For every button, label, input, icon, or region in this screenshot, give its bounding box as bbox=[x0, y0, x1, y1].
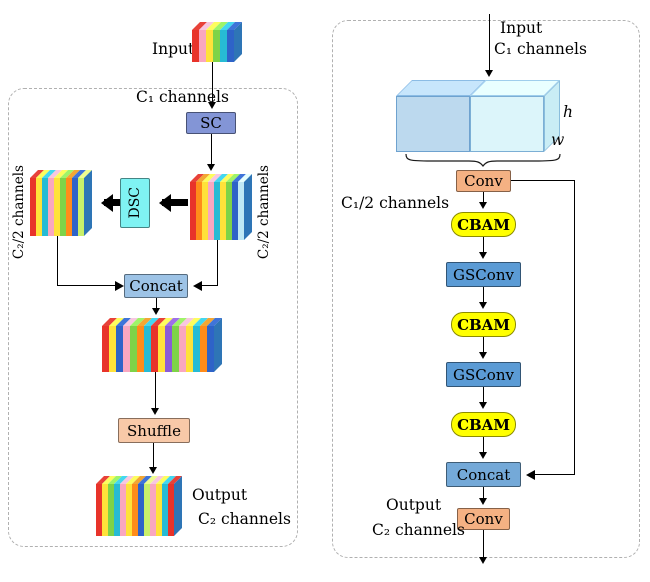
arrow-shuffle-to-output bbox=[149, 443, 158, 474]
feature-map-input bbox=[192, 22, 242, 62]
cbam1-label: CBAM bbox=[457, 215, 510, 234]
height-label: h bbox=[563, 103, 573, 121]
right-c1-label: C₁ channels bbox=[494, 40, 587, 58]
gsconv2-label: GSConv bbox=[453, 365, 514, 384]
gsconv-block-2: GSConv bbox=[446, 362, 521, 387]
shuffle-label: Shuffle bbox=[127, 421, 181, 440]
brace-icon bbox=[405, 153, 561, 167]
arrow-conv1-to-cbam1 bbox=[479, 192, 488, 209]
feature-map-branch-left bbox=[30, 170, 92, 236]
right-branch-channels-label: C₂/2 channels bbox=[256, 165, 272, 260]
cbam-block-2: CBAM bbox=[451, 312, 516, 337]
arrow-input-to-tensor bbox=[485, 14, 494, 77]
arrow-conv2-to-output bbox=[479, 530, 488, 564]
right-input-label: Input bbox=[500, 19, 543, 37]
arrow-cbam2-to-gsconv2 bbox=[479, 337, 488, 359]
arrow-concat-to-merged bbox=[152, 298, 161, 315]
cbam-block-3: CBAM bbox=[451, 412, 516, 437]
feature-map-output bbox=[96, 476, 182, 536]
right-output-label: Output bbox=[386, 496, 442, 514]
concat-right-label: Concat bbox=[456, 465, 511, 484]
cbam-block-1: CBAM bbox=[451, 212, 516, 237]
arrow-gsconv1-to-cbam2 bbox=[479, 287, 488, 309]
input-tensor bbox=[396, 80, 560, 152]
arrow-cbam1-to-gsconv1 bbox=[479, 237, 488, 259]
gsconv-block-1: GSConv bbox=[446, 262, 521, 287]
dsc-block: DSC bbox=[120, 178, 150, 228]
gsconv1-label: GSConv bbox=[453, 265, 514, 284]
skip-connection-bottom-hline bbox=[529, 474, 575, 475]
skip-connection-vline bbox=[574, 180, 575, 475]
tensor-front-right-face bbox=[470, 96, 544, 152]
connector-left-branch-hline bbox=[57, 285, 115, 286]
width-label: w bbox=[551, 131, 565, 149]
c1-half-channels-label: C₁/2 channels bbox=[341, 194, 450, 212]
concat-block-left: Concat bbox=[124, 274, 188, 298]
arrow-gsconv2-to-cbam3 bbox=[479, 387, 488, 409]
left-c1-label: C₁ channels bbox=[136, 88, 229, 106]
right-c2-label: C₂ channels bbox=[372, 521, 465, 539]
concat-block-right: Concat bbox=[446, 462, 521, 487]
sc-block: SC bbox=[186, 112, 236, 134]
concat-left-label: Concat bbox=[129, 277, 183, 295]
shuffle-block: Shuffle bbox=[118, 418, 190, 443]
connector-left-branch-vline bbox=[57, 236, 58, 286]
left-output-label: Output bbox=[192, 486, 248, 504]
thick-arrow-to-dsc-shaft bbox=[162, 199, 188, 206]
connector-left-branch-head bbox=[115, 281, 129, 291]
arrow-input-to-sc bbox=[208, 62, 217, 109]
arrow-sc-to-feature-map bbox=[207, 134, 216, 171]
connector-right-branch-head bbox=[188, 281, 202, 291]
arrow-merged-to-shuffle bbox=[151, 372, 160, 415]
conv-block-1: Conv bbox=[456, 170, 511, 192]
thick-arrow-to-dsc-head bbox=[150, 194, 171, 212]
skip-connection-top-hline bbox=[511, 180, 575, 181]
connector-right-branch-vline bbox=[217, 240, 218, 286]
connector-right-branch-hline bbox=[197, 285, 217, 286]
dsc-label: DSC bbox=[127, 187, 143, 219]
feature-map-branch-right bbox=[190, 174, 252, 240]
tensor-front-left-face bbox=[396, 96, 470, 152]
arrow-cbam3-to-concat bbox=[479, 437, 488, 459]
conv2-label: Conv bbox=[464, 510, 503, 528]
conv-block-2: Conv bbox=[457, 508, 510, 530]
skip-connection-head bbox=[521, 470, 535, 480]
thick-arrow-to-feature-map-head bbox=[92, 194, 113, 212]
cbam2-label: CBAM bbox=[457, 315, 510, 334]
cbam3-label: CBAM bbox=[457, 415, 510, 434]
arrow-concat-to-conv2 bbox=[479, 487, 488, 505]
left-branch-channels-label: C₂/2 channels bbox=[11, 165, 27, 260]
conv1-label: Conv bbox=[464, 172, 503, 190]
left-c2-label: C₂ channels bbox=[198, 510, 291, 528]
left-input-label: Input bbox=[152, 40, 195, 58]
feature-map-merged bbox=[102, 318, 222, 372]
left-module-panel bbox=[8, 88, 298, 547]
sc-label: SC bbox=[200, 114, 222, 132]
